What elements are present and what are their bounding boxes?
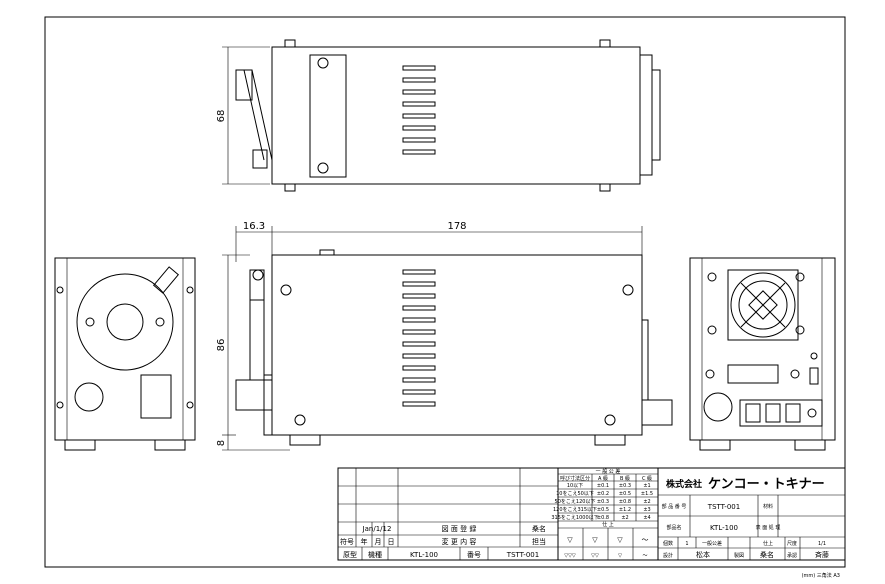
scale-label: 尺度	[787, 540, 797, 547]
tol-value: ±0.3	[597, 499, 609, 505]
tol-row-label: 315をこえ1000以下	[551, 514, 598, 521]
projection-note: (mm) 三角法 A3	[802, 572, 840, 579]
drafter: 桑名	[760, 550, 774, 559]
dim-side-height: 68	[216, 110, 227, 123]
tol-row-label: 50をこえ120以下	[555, 498, 596, 505]
tolerance-row0-label: 呼び寸法区分	[560, 475, 590, 482]
tol-value: ±0.1	[597, 483, 609, 489]
hdr-month: 月	[375, 538, 382, 546]
hdr-change: 変 更 内 容	[442, 537, 477, 546]
tol-value: ±0.5	[597, 507, 609, 513]
rev-name: 桑名	[532, 524, 546, 533]
dim-foot-height: 8	[216, 440, 227, 446]
finish-bottom: 〜	[642, 553, 647, 559]
surface-label: 表 面 処 理	[756, 524, 781, 531]
tol-value: ±0.8	[619, 499, 631, 505]
front-view	[235, 249, 673, 446]
tol-col-b: B 級	[620, 475, 630, 482]
orig-label: 原型	[343, 550, 357, 559]
front-vent-slots	[402, 269, 436, 407]
designer: 松本	[696, 550, 710, 559]
part-name-label: 部品名	[666, 524, 681, 531]
approve-label: 承認	[787, 552, 797, 559]
hdr-sign: 担当	[532, 537, 546, 546]
rev-date: Jan/1/12	[362, 525, 392, 533]
tol-value: ±1	[643, 483, 650, 489]
material-label: 材料	[763, 503, 773, 510]
tol-value: ±0.3	[619, 483, 631, 489]
tol-value: ±2	[643, 499, 650, 505]
hdr-symbol: 符号	[340, 537, 354, 546]
tol-value: ±0.8	[597, 515, 609, 521]
tol-col-a: A 級	[598, 475, 608, 482]
model-label: 機種	[368, 550, 382, 559]
model: KTL-100	[410, 551, 438, 559]
number-label: 番号	[467, 551, 481, 559]
tol-value: ±0.2	[597, 491, 609, 497]
scale: 1/1	[818, 541, 826, 547]
tol-value: ±1.2	[619, 507, 631, 513]
rev-content: 図 面 登 録	[442, 524, 477, 533]
rear-view	[689, 257, 836, 451]
design-label: 設計	[663, 552, 673, 559]
hdr-day: 日	[388, 538, 395, 546]
tol-row-label: 10をこえ50以下	[556, 490, 594, 497]
tolerance-header: 一 般 公 差	[596, 468, 621, 475]
qty: 1	[685, 541, 688, 547]
company-name: ケンコー・トキナー	[708, 477, 825, 492]
part-no-label: 部 品 番 号	[662, 503, 687, 510]
finish-label: 仕上	[763, 540, 773, 547]
dim-handle-offset: 16.3	[243, 221, 265, 232]
approver: 斉藤	[815, 550, 829, 559]
top-vent-slots	[402, 65, 436, 155]
tol-value: ±1.5	[641, 491, 653, 497]
finish-bottom: ▽	[618, 553, 622, 559]
tol-value: ±4	[643, 515, 650, 521]
tol-col-c: C 級	[642, 475, 652, 482]
top-view	[235, 39, 661, 192]
tol-row-label: 120をこえ315以下	[553, 506, 597, 513]
finish-header: 仕 上	[602, 521, 614, 528]
dim-front-height: 86	[216, 339, 227, 352]
finish-bottom: ▽▽▽	[564, 553, 576, 559]
tol-value: ±2	[621, 515, 628, 521]
drawing-border	[44, 16, 846, 568]
part-no: TSTT-001	[707, 503, 740, 511]
drafter-label: 製図	[734, 552, 744, 559]
general-tol: 一般公差	[702, 540, 722, 547]
finish-symbol: 〜	[642, 536, 649, 544]
dim-length: 178	[447, 221, 466, 232]
finish-symbol: ▽	[567, 536, 573, 544]
number: TSTT-001	[506, 551, 539, 559]
finish-symbol: ▽	[617, 536, 623, 544]
finish-symbol: ▽	[592, 536, 598, 544]
tol-value: ±0.5	[619, 491, 631, 497]
company-prefix: 株式会社	[666, 478, 702, 490]
tol-value: ±3	[643, 507, 650, 513]
part-name: KTL-100	[710, 524, 738, 532]
finish-bottom: ▽▽	[591, 553, 599, 559]
hdr-year: 年	[361, 537, 368, 546]
title-block: Jan/1/12 図 面 登 録 桑名 符号 年 月 日 変 更 内 容 担当 …	[337, 467, 846, 561]
tol-row-label: 10以下	[567, 483, 583, 489]
left-side-view	[54, 257, 196, 451]
qty-label: 個数	[663, 540, 673, 547]
